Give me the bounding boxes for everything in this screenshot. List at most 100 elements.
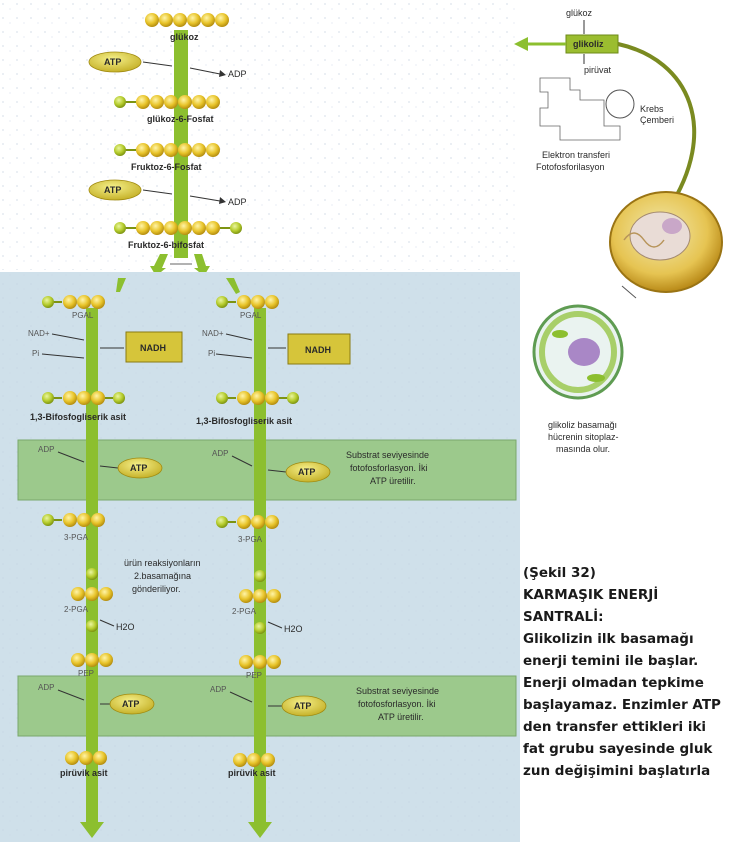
atp-label-1: ATP bbox=[104, 57, 121, 67]
svg-text:gönderiliyor.: gönderiliyor. bbox=[132, 584, 181, 594]
figure-caption: (Şekil 32) KARMAŞIK ENERJİ SANTRALİ: Gli… bbox=[523, 562, 731, 782]
right-pgal-label: PGAL bbox=[240, 311, 262, 320]
right-h2o-label: H2O bbox=[284, 624, 303, 634]
left-pep-label: PEP bbox=[78, 669, 94, 678]
right-atp-upper bbox=[285, 461, 331, 483]
right-bpg-molecule bbox=[216, 391, 299, 405]
substrate-band-upper bbox=[17, 439, 517, 501]
left-bpg-molecule bbox=[42, 391, 125, 405]
right-2pga-label: 2-PGA bbox=[232, 607, 257, 616]
left-column: PGAL NAD+ Pi NADH 1,3-Bifosfogliserik as… bbox=[28, 295, 183, 778]
right-nadh-box bbox=[287, 333, 351, 365]
svg-text:2.basamağına: 2.basamağına bbox=[134, 571, 191, 581]
caption-body-line: Glikolizin ilk basamağı bbox=[523, 631, 694, 647]
right-3pga-label: 3-PGA bbox=[238, 535, 263, 544]
adp-label-2: ADP bbox=[228, 197, 247, 207]
connector-curve bbox=[617, 42, 697, 212]
left-atp-upper-label: ATP bbox=[130, 463, 147, 473]
left-pgal-molecule bbox=[42, 295, 105, 309]
left-pgal-label: PGAL bbox=[72, 311, 94, 320]
atp-pill-2 bbox=[88, 179, 142, 201]
left-pep-molecule bbox=[71, 653, 113, 667]
caption-figure-number: (Şekil 32) bbox=[523, 565, 596, 581]
f16bp-molecule bbox=[114, 221, 242, 235]
krebs-cycle bbox=[605, 89, 635, 119]
right-atp-lower bbox=[281, 695, 327, 717]
f16bp-label: Fruktoz-6-bifosfat bbox=[128, 240, 204, 250]
right-pep-molecule bbox=[239, 655, 281, 669]
left-3pga-molecule bbox=[42, 513, 105, 527]
substrate-band-lower bbox=[17, 675, 517, 737]
svg-text:Substrat seviyesinde: Substrat seviyesinde bbox=[356, 686, 439, 696]
overview-glucose-label: glükoz bbox=[566, 8, 593, 18]
split-arrow-left bbox=[150, 254, 168, 276]
lower-band-text: Substrat seviyesinde fotofosforlasyon. İ… bbox=[356, 686, 439, 722]
caption-title-1: KARMAŞIK ENERJİ bbox=[523, 587, 659, 603]
caption-body-line: enerji temini ile başlar. bbox=[523, 653, 699, 669]
svg-text:ürün reaksiyonların: ürün reaksiyonların bbox=[124, 558, 201, 568]
top-pathway: glükoz ATP ADP glükoz-6-Fosfat Fruktoz-6… bbox=[88, 13, 247, 276]
caption-body-line: Enerji olmadan tepkime bbox=[523, 675, 704, 691]
left-2pga-molecule bbox=[71, 568, 113, 601]
top-background bbox=[0, 0, 520, 270]
f6p-label: Fruktoz-6-Fosfat bbox=[131, 162, 202, 172]
left-atp-upper bbox=[117, 457, 163, 479]
left-adp-upper: ADP bbox=[38, 445, 54, 454]
middle-note: ürün reaksiyonların 2.basamağına gönderi… bbox=[124, 558, 201, 594]
right-atp-lower-label: ATP bbox=[294, 701, 311, 711]
cell-illustration: glikoliz basamağı hücrenin sitoplaz- mas… bbox=[532, 191, 723, 454]
left-nadh-box bbox=[125, 331, 183, 363]
right-column-arrow bbox=[254, 308, 266, 828]
left-atp-lower-label: ATP bbox=[122, 699, 139, 709]
right-pyruvate-label: pirüvik asit bbox=[228, 768, 276, 778]
right-bpg-label: 1,3-Bifosfogliserik asit bbox=[196, 416, 292, 426]
left-3pga-label: 3-PGA bbox=[64, 533, 89, 542]
caption-body-line: fat grubu sayesinde gluk bbox=[523, 741, 713, 757]
cell-note-2: hücrenin sitoplaz- bbox=[548, 432, 619, 442]
right-adp-upper: ADP bbox=[212, 449, 228, 458]
right-nadh-label: NADH bbox=[305, 345, 331, 355]
svg-text:fotofosforlasyon. İki: fotofosforlasyon. İki bbox=[358, 699, 436, 709]
lower-panel: PGAL NAD+ Pi NADH 1,3-Bifosfogliserik as… bbox=[0, 272, 520, 842]
krebs-label-1: Krebs bbox=[640, 104, 664, 114]
mitochondrion-outline bbox=[539, 77, 621, 141]
electron-label-1: Elektron transferi bbox=[542, 150, 610, 160]
cell-note-3: masında olur. bbox=[556, 444, 610, 454]
svg-text:fotofosforlasyon. İki: fotofosforlasyon. İki bbox=[350, 463, 428, 473]
left-atp-lower bbox=[109, 693, 155, 715]
caption-title-2: SANTRALİ: bbox=[523, 609, 604, 625]
right-pyruvate-molecule bbox=[233, 753, 275, 767]
svg-text:ATP üretilir.: ATP üretilir. bbox=[378, 712, 424, 722]
overview-diagram: glükoz glikoliz pirüvat Krebs Çemberi El… bbox=[514, 8, 697, 212]
right-pi-label: Pi bbox=[208, 349, 215, 358]
left-pyruvate-molecule bbox=[65, 751, 107, 765]
right-pep-label: PEP bbox=[246, 671, 262, 680]
atp-label-2: ATP bbox=[104, 185, 121, 195]
main-arrow-shaft bbox=[174, 30, 188, 258]
overview-pyruvate-label: pirüvat bbox=[584, 65, 612, 75]
adp-label-1: ADP bbox=[228, 69, 247, 79]
caption-body-line: zun değişimini başlatırla bbox=[523, 763, 711, 779]
split-arrow-right bbox=[194, 254, 210, 276]
right-2pga-molecule bbox=[239, 570, 281, 603]
overview-glycolysis-label: glikoliz bbox=[573, 39, 604, 49]
left-nadh-label: NADH bbox=[140, 343, 166, 353]
glucose-label: glükoz bbox=[170, 32, 199, 42]
left-h2o-label: H2O bbox=[116, 622, 135, 632]
atp-pill-1 bbox=[88, 51, 142, 73]
right-atp-upper-label: ATP bbox=[298, 467, 315, 477]
left-pi-label: Pi bbox=[32, 349, 39, 358]
right-adp-lower: ADP bbox=[210, 685, 226, 694]
left-2pga-label: 2-PGA bbox=[64, 605, 89, 614]
left-adp-lower: ADP bbox=[38, 683, 54, 692]
left-bpg-label: 1,3-Bifosfogliserik asit bbox=[30, 412, 126, 422]
svg-text:ATP üretilir.: ATP üretilir. bbox=[370, 476, 416, 486]
f6p-molecule bbox=[114, 143, 220, 157]
krebs-label-2: Çemberi bbox=[640, 115, 674, 125]
cell-note-1: glikoliz basamağı bbox=[548, 420, 617, 430]
right-3pga-molecule bbox=[216, 515, 279, 529]
left-nad-label: NAD+ bbox=[28, 329, 50, 338]
upper-band-text: Substrat seviyesinde fotofosforlasyon. İ… bbox=[346, 450, 429, 486]
caption-body-line: başlayamaz. Enzimler ATP bbox=[523, 697, 721, 713]
